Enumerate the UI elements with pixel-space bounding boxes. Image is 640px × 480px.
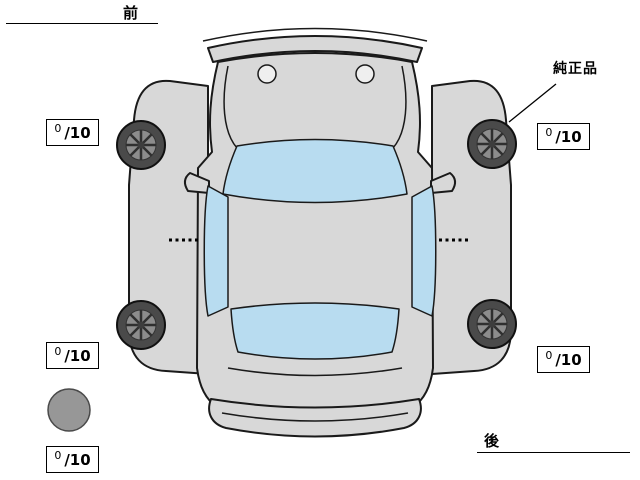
hood-line-right xyxy=(392,65,407,149)
rear-bumper-edge xyxy=(221,412,409,422)
left-side-window xyxy=(203,185,229,317)
genuine-part-label: 純正品 xyxy=(553,61,598,77)
front-bumper-edge xyxy=(202,27,428,42)
score-denominator: /10 xyxy=(64,451,91,469)
score-denominator: /10 xyxy=(555,128,582,146)
score-numerator: 0 xyxy=(54,345,62,358)
score-denominator: /10 xyxy=(64,124,91,142)
score-numerator: 0 xyxy=(545,126,553,139)
trunk-line xyxy=(227,367,403,377)
wheel-rear-left-icon xyxy=(115,299,167,351)
wheel-rear-right-icon xyxy=(466,298,518,350)
car-body xyxy=(196,52,434,419)
spare-tire-icon xyxy=(47,388,91,432)
rear-label: 後 xyxy=(484,432,500,450)
tread-score-rear-right: 0 /10 xyxy=(537,346,590,373)
mirror-left xyxy=(184,172,210,194)
genuine-part-pointer-line xyxy=(508,83,557,123)
right-side-window xyxy=(411,185,437,317)
mirror-right xyxy=(430,172,456,194)
wheel-front-right-icon xyxy=(466,118,518,170)
score-denominator: /10 xyxy=(64,347,91,365)
tread-score-front-right: 0 /10 xyxy=(537,123,590,150)
wheel-front-left-icon xyxy=(115,119,167,171)
tread-score-front-left: 0 /10 xyxy=(46,119,99,146)
windshield xyxy=(222,138,408,204)
tread-score-rear-left: 0 /10 xyxy=(46,342,99,369)
tread-score-spare: 0 /10 xyxy=(46,446,99,473)
score-denominator: /10 xyxy=(555,351,582,369)
score-numerator: 0 xyxy=(545,349,553,362)
score-numerator: 0 xyxy=(54,122,62,135)
score-numerator: 0 xyxy=(54,449,62,462)
front-bumper xyxy=(207,35,423,63)
hood-circle-right xyxy=(355,64,375,84)
front-underline xyxy=(6,23,158,24)
rear-window xyxy=(230,302,400,360)
rear-underline xyxy=(477,452,630,453)
rear-bumper xyxy=(208,398,422,438)
hood-line-left xyxy=(223,65,238,149)
hood-circle-left xyxy=(257,64,277,84)
front-label: 前 xyxy=(123,4,139,22)
